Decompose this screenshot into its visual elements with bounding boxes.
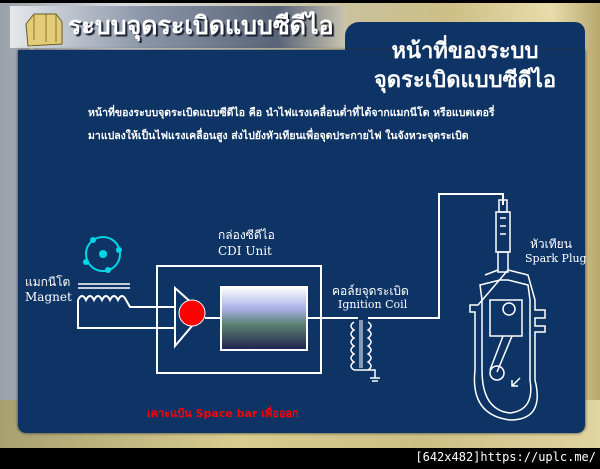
capacitor-block [220, 286, 308, 351]
spark-plug-icon [495, 199, 511, 273]
ignition-coil-label-th: คอล์ยจุดระเบิด [332, 284, 409, 298]
cdi-unit-label-th: กล่องซีดีไอ [218, 228, 275, 242]
magneto-coil [77, 283, 175, 329]
engine-cylinder-icon [469, 269, 546, 421]
magnet-label-en: Magnet [25, 290, 72, 304]
description-line2: มาแปลงให้เป็นไฟแรงเคลื่อนสูง ส่งไปยังหัว… [88, 130, 469, 142]
slide-heading-line1: หน้าที่ของระบบ [391, 38, 539, 64]
slide-heading-line2: จุดระเบิดแบบซีดีไอ [373, 67, 557, 93]
description-line1: หน้าที่ของระบบจุดระเบิดแบบซีดีไอ คือ นำไ… [88, 107, 495, 119]
title-banner [10, 6, 345, 48]
cdi-unit-label-en: CDI Unit [218, 244, 272, 258]
exit-hint: เคาะแป้น Space bar เพื่อออก [147, 407, 299, 420]
magnet-label-th: แมกนีโต [25, 275, 71, 289]
ignition-coil-label-en: Ignition Coil [338, 298, 408, 311]
spark-plug-label-th: หัวเทียน [530, 237, 572, 251]
magneto-rotor-icon [83, 236, 122, 273]
cdi-unit-box [156, 265, 322, 374]
spark-plug-label-en: Spark Plug [525, 252, 587, 265]
ignition-coil-icon [350, 320, 380, 382]
app-title: ระบบจุดระเบิดแบบซีดีไอ [68, 11, 334, 40]
red-indicator [178, 299, 206, 327]
cdi-box-logo-icon [25, 13, 63, 56]
watermark: [642x482]https://uplc.me/ [415, 450, 596, 464]
